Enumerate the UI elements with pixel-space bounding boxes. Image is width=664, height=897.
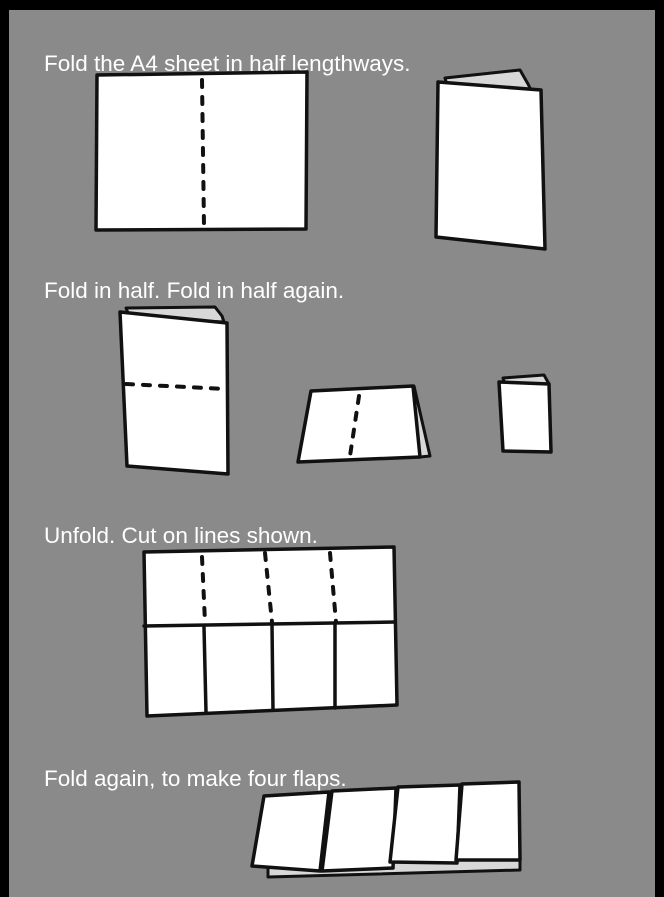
step-2-folded-sheet	[120, 307, 228, 474]
step-2-small-fold	[499, 375, 551, 452]
step-1-folded-sheet	[436, 70, 545, 249]
step-2-tent-fold	[298, 386, 430, 462]
step-4-four-flaps	[252, 782, 520, 877]
step-3-unfolded-sheet	[144, 547, 397, 716]
step-1-flat-sheet	[96, 72, 307, 230]
